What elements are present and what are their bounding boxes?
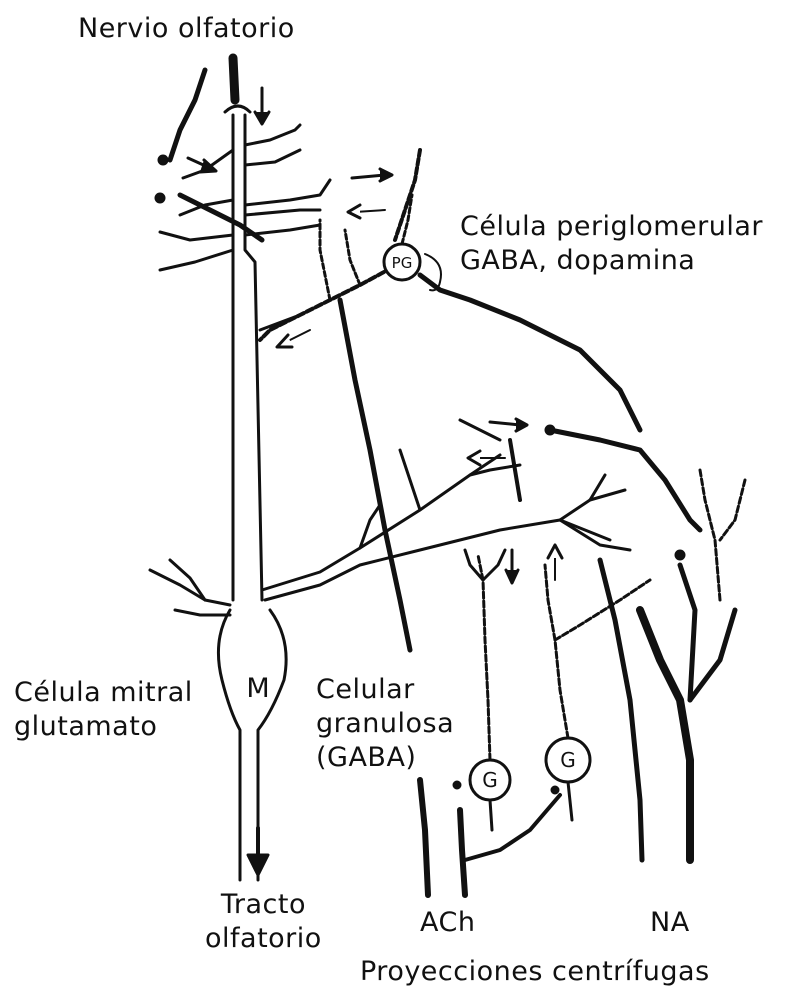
label-periglomerular-cell: Célula periglomerular GABA, dopamina (460, 210, 763, 278)
centrifugal-projection-fibers (340, 300, 745, 895)
granule-cell-2 (545, 565, 650, 820)
mitral-soma-letter: M (246, 673, 269, 704)
label-ach: ACh (420, 906, 475, 940)
granule-soma-letter-1: G (482, 768, 498, 792)
label-tract-line-1: Tracto (205, 888, 322, 922)
label-periglomerular-line-2: GABA, dopamina (460, 244, 763, 278)
pg-soma-letter: PG (392, 254, 413, 272)
label-periglomerular-line-1: Célula periglomerular (460, 210, 763, 244)
label-olfactory-tract: Tracto olfatorio (205, 888, 322, 956)
granule-soma-letter-2: G (560, 748, 576, 772)
label-centrifugal-projections: Proyecciones centrífugas (360, 955, 710, 989)
label-mitral-line-1: Célula mitral (14, 676, 193, 710)
label-granule-line-2: granulosa (316, 707, 454, 741)
label-tract-line-2: olfatorio (205, 922, 322, 956)
label-na: NA (650, 906, 690, 940)
label-olfactory-nerve: Nervio olfatorio (78, 12, 295, 46)
label-granule-cell: Celular granulosa (GABA) (316, 673, 454, 775)
label-mitral-line-2: glutamato (14, 710, 193, 744)
label-mitral-cell: Célula mitral glutamato (14, 676, 193, 744)
olfactory-nerve-fibers (155, 58, 420, 240)
label-granule-line-1: Celular (316, 673, 454, 707)
label-granule-line-3: (GABA) (316, 741, 454, 775)
